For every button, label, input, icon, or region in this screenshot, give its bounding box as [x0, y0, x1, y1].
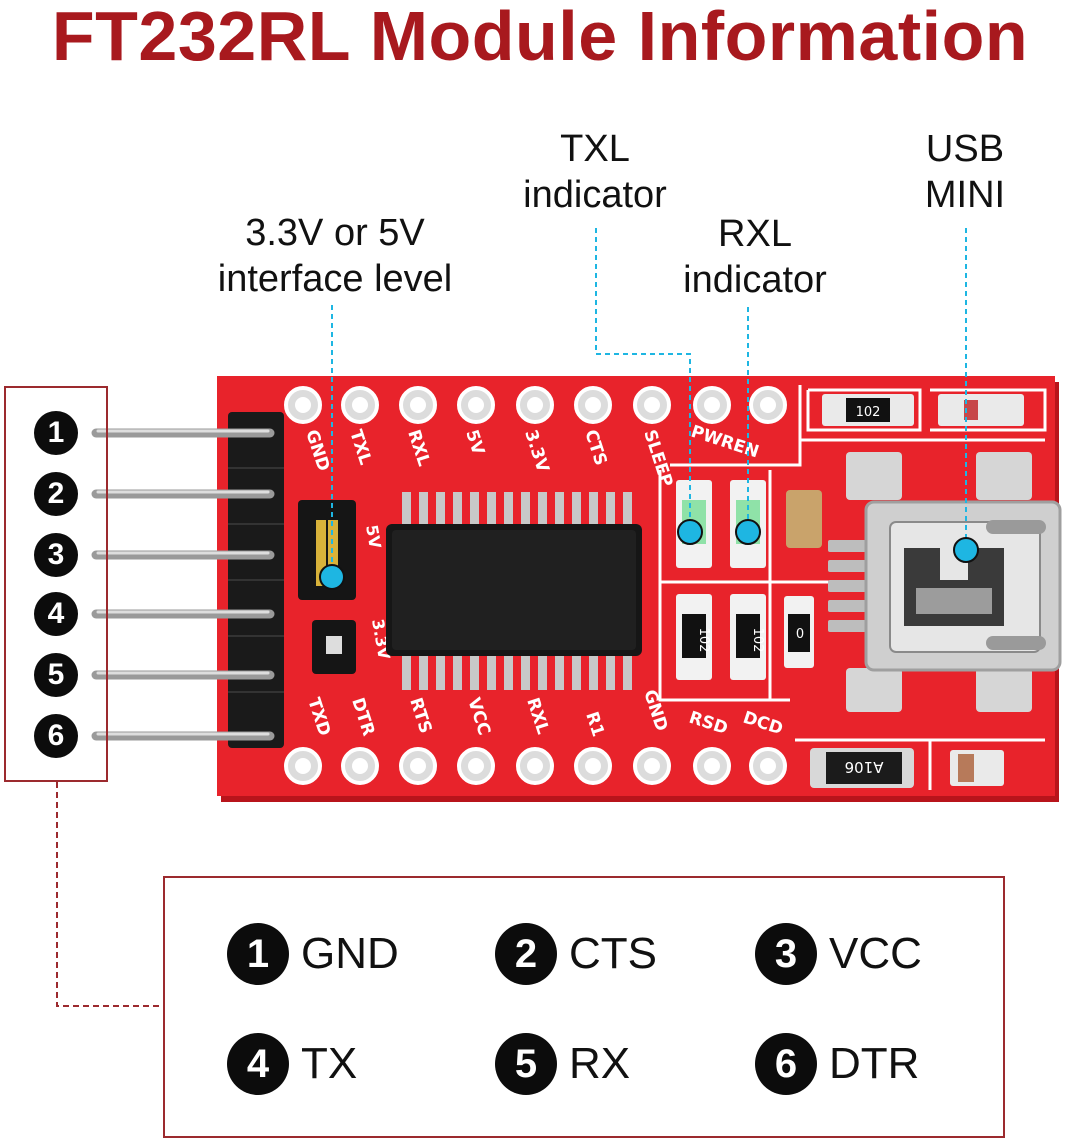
marker-txl — [677, 519, 703, 545]
usb-mini-connector — [828, 452, 1062, 712]
legend-item-vcc: 3 VCC — [755, 923, 922, 985]
legend-badge: 2 — [495, 923, 557, 985]
top-pad-row — [284, 386, 787, 424]
callout-rxl-indicator: RXL indicator — [683, 213, 827, 301]
pin-badge-6: 6 — [34, 714, 78, 758]
legend-badge: 1 — [227, 923, 289, 985]
legend-connector-line — [56, 782, 163, 1007]
bottom-pad-row — [284, 747, 787, 785]
legend-badge: 6 — [755, 1033, 817, 1095]
jumper-5v-label: 5V — [362, 523, 385, 550]
marker-usb — [953, 537, 979, 563]
legend-label: VCC — [829, 929, 922, 978]
legend-item-dtr: 6 DTR — [755, 1033, 919, 1095]
marker-jumper — [319, 564, 345, 590]
pin-badge-4: 4 — [34, 592, 78, 636]
diode-component — [810, 748, 1004, 788]
legend-label: GND — [301, 929, 399, 978]
legend-badge: 5 — [495, 1033, 557, 1095]
header-pins — [91, 412, 284, 748]
pin-badge-5: 5 — [34, 653, 78, 697]
ft232rl-chip — [386, 492, 642, 690]
resistor-2-marking: 102 — [750, 628, 765, 653]
marker-rxl — [735, 519, 761, 545]
legend-item-cts: 2 CTS — [495, 923, 657, 985]
resistor-components — [676, 394, 1024, 680]
legend-label: RX — [569, 1039, 631, 1088]
legend-label: DTR — [829, 1039, 920, 1088]
legend-item-rx: 5 RX — [495, 1033, 630, 1095]
pin-badge-1: 1 — [34, 411, 78, 455]
legend-item-gnd: 1 GND — [227, 923, 399, 985]
callout-interface-level: 3.3V or 5V interface level — [217, 212, 453, 300]
callout-usb-mini: USB MINI — [924, 128, 1006, 216]
legend-label: CTS — [569, 929, 657, 978]
legend-badge: 3 — [755, 923, 817, 985]
leader-lines — [331, 228, 967, 574]
legend-item-tx: 4 TX — [227, 1033, 357, 1095]
legend-label: TX — [301, 1039, 358, 1088]
callout-txl-indicator: TXL indicator — [523, 128, 667, 216]
pin-badge-2: 2 — [34, 472, 78, 516]
resistor-4-marking: 102 — [856, 405, 881, 420]
silkscreen-lines — [658, 385, 1047, 790]
pin-badge-3: 3 — [34, 533, 78, 577]
pin-number-frame — [4, 386, 108, 782]
resistor-3-marking: 0 — [796, 627, 804, 642]
page-title: FT232RL Module Information — [51, 0, 1029, 75]
pin-legend: 1 GND 2 CTS 3 VCC 4 TX 5 RX 6 DTR — [163, 876, 1005, 1138]
diode-marking: A106 — [845, 758, 884, 776]
legend-badge: 4 — [227, 1033, 289, 1095]
resistor-1-marking: 102 — [696, 628, 711, 653]
